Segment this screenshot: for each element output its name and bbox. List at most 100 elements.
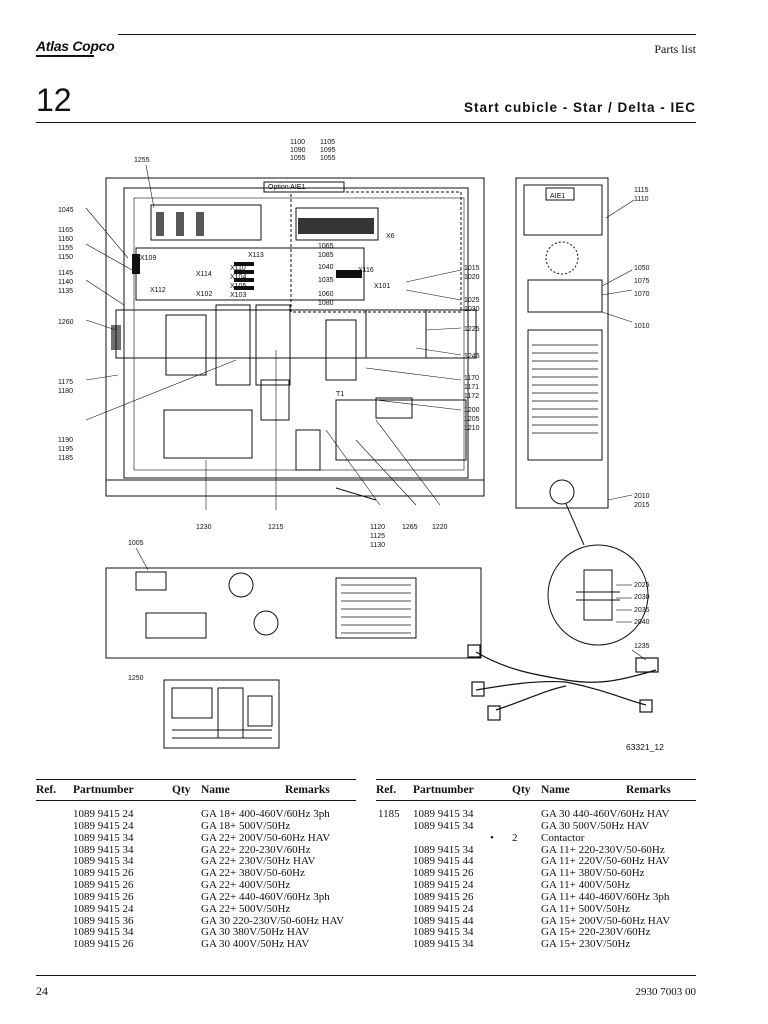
callout-label: X109 <box>140 255 156 262</box>
table-cell: 1089 9415 24 <box>73 902 134 915</box>
callout-label: 1205 <box>464 416 480 423</box>
callout-label: 1250 <box>128 675 144 682</box>
callout-label: 1172 <box>464 393 479 400</box>
col-name-right: Name <box>541 784 570 796</box>
callout-label: 2035 <box>634 607 650 614</box>
table-cell: 2 <box>512 831 518 844</box>
callout-label: 1075 <box>634 278 650 285</box>
callout-label: 1265 <box>402 524 418 531</box>
table-cell <box>413 833 474 845</box>
callout-label: 1130 <box>370 542 385 549</box>
table-cell: 1089 9415 34 <box>413 819 474 832</box>
left-name-column: GA 18+ 400-460V/60Hz 3ph GA 18+ 500V/50H… <box>201 808 344 951</box>
col-remarks-left: Remarks <box>285 784 330 796</box>
callout-label: 2040 <box>634 619 650 626</box>
callout-label: 1120 <box>370 524 385 531</box>
callout-label: X116 <box>358 267 374 274</box>
callout-label: X103 <box>230 292 246 299</box>
callout-label: X105 <box>230 283 246 290</box>
callout-label: 1180 <box>58 388 73 395</box>
right-name-column: GA 30 440-460V/60Hz HAV GA 30 500V/50Hz … <box>541 808 670 951</box>
callout-label: 1125 <box>370 533 385 540</box>
callout-label: 1150 <box>58 254 73 261</box>
title-rule <box>36 122 696 123</box>
callout-label: 1105 <box>320 139 335 146</box>
table-cell: GA 11+ 220V/50-60Hz HAV <box>541 855 670 868</box>
table-cell: Contactor <box>541 831 585 844</box>
table-cell: GA 30 380V/50Hz HAV <box>201 926 310 939</box>
callout-label: 1245 <box>464 353 480 360</box>
callout-label: X113 <box>248 252 264 259</box>
table-cell: 1089 9415 24 <box>73 819 134 832</box>
page-number: 24 <box>36 984 48 998</box>
right-bullet-column: • <box>490 809 494 845</box>
table-cell: 1089 9415 26 <box>73 867 134 880</box>
document-number: 2930 7003 00 <box>635 986 697 998</box>
callout-label: 1185 <box>58 455 73 462</box>
callout-label: 1110 <box>634 196 649 203</box>
right-qty-column: 2 <box>512 809 518 845</box>
table-cell: GA 22+ 500V/50Hz <box>201 902 291 915</box>
table-cell: 1089 9415 34 <box>413 843 474 856</box>
header-rule <box>118 34 696 35</box>
leader-lines <box>85 164 647 661</box>
callout-label: 1045 <box>58 207 74 214</box>
col-remarks-right: Remarks <box>626 784 671 796</box>
callout-label: 1085 <box>318 252 334 259</box>
table-cell: GA 18+ 400-460V/60Hz 3ph <box>201 808 330 820</box>
callout-label: X101 <box>374 283 390 290</box>
brand-logo: Atlas Copco <box>36 38 115 54</box>
callout-label: T1 <box>336 391 344 398</box>
chapter-number: 12 <box>36 82 72 118</box>
callout-label: Option AIE1 <box>268 184 305 191</box>
table-cell: GA 22+ 380V/50-60Hz <box>201 867 305 880</box>
table-top-rule-right <box>376 779 696 780</box>
callout-label: 1080 <box>318 300 334 307</box>
table-cell: 1089 9415 24 <box>413 902 474 915</box>
footer-rule <box>36 975 696 976</box>
callout-label: 2010 <box>634 493 650 500</box>
bottom-view <box>105 567 482 659</box>
callout-label: 1260 <box>58 319 74 326</box>
cubicle-schematic: 1100 1105 1090 1095 1055 1055 Option AIE… <box>58 139 659 749</box>
right-partnumber-column: 1089 9415 34 1089 9415 34 1089 9415 34 1… <box>413 808 474 951</box>
callout-label: 2025 <box>634 582 650 589</box>
col-ref-left: Ref. <box>36 784 57 796</box>
table-cell: GA 11+ 440-460V/60Hz 3ph <box>541 890 670 903</box>
table-cell: 1089 9415 26 <box>73 890 134 903</box>
table-cell: 1089 9415 34 <box>413 938 474 951</box>
callout-label: X102 <box>196 291 212 298</box>
col-qty-left: Qty <box>172 784 191 796</box>
table-cell: 1089 9415 36 <box>73 914 134 927</box>
table-cell: GA 11+ 500V/50Hz <box>541 902 630 915</box>
callout-label: 1100 <box>290 139 305 146</box>
callout-label: 1090 <box>290 147 306 154</box>
table-cell: GA 15+ 220-230V/60Hz <box>541 926 651 939</box>
callout-label: 1030 <box>464 306 480 313</box>
table-cell: GA 11+ 220-230V/50-60Hz <box>541 843 665 856</box>
callout-label: AIE1 <box>550 193 565 200</box>
table-cell: 1089 9415 34 <box>73 843 134 856</box>
table-cell: GA 15+ 230V/50Hz <box>541 938 631 951</box>
callout-label: 1060 <box>318 291 334 298</box>
table-cell: 1089 9415 34 <box>73 855 134 868</box>
callout-label: 1140 <box>58 279 73 286</box>
table-cell: GA 18+ 500V/50Hz <box>201 819 291 832</box>
table-cell: 1185 <box>378 808 400 820</box>
callout-label: 1200 <box>464 407 480 414</box>
callout-label: 1155 <box>58 245 73 252</box>
table-cell: 1089 9415 26 <box>73 938 134 951</box>
callout-label: 1195 <box>58 446 73 453</box>
table-cell: 1089 9415 24 <box>413 879 474 892</box>
table-cell: GA 22+ 200V/50-60Hz HAV <box>201 831 331 844</box>
table-cell: 1089 9415 26 <box>73 879 134 892</box>
callout-label: 1005 <box>128 540 144 547</box>
callout-label: 1171 <box>464 384 479 391</box>
figure-id: 63321_12 <box>626 742 664 752</box>
callout-label: 1235 <box>634 643 650 650</box>
callout-label: 1170 <box>464 375 479 382</box>
callout-label: 1145 <box>58 270 73 277</box>
table-cell: 1089 9415 34 <box>413 926 474 939</box>
table-cell: 1089 9415 34 <box>73 926 134 939</box>
callout-label: 1220 <box>432 524 448 531</box>
